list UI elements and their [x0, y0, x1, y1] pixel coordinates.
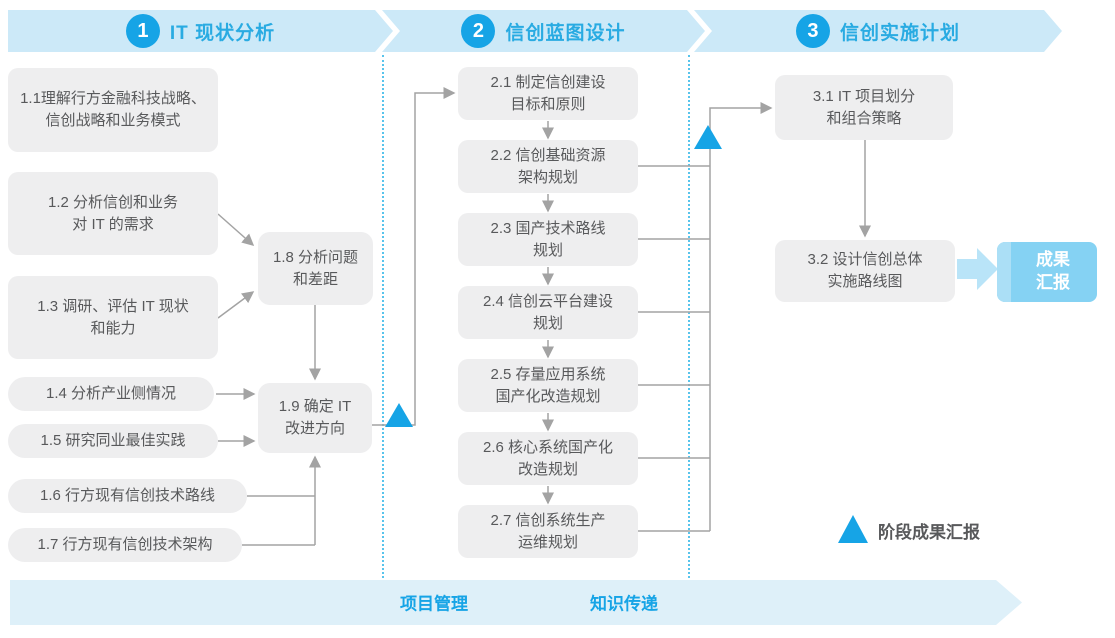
arrow-1-9-to-2-1: [372, 87, 456, 426]
step-1-7-box: 1.7 行方现有信创技术架构: [8, 528, 242, 562]
milestone-triangle-icon: [385, 403, 413, 427]
arrow-collector-to-3-1: [709, 102, 773, 531]
phase-2-badge-icon: 2: [461, 14, 495, 48]
step-3-2-box: 3.2 设计信创总体 实施路线图: [775, 240, 955, 302]
arrow-1-2-to-1-8: [217, 213, 255, 246]
step-2-3-box: 2.3 国产技术路线 规划: [458, 213, 638, 266]
step-3-1-box: 3.1 IT 项目划分 和组合策略: [775, 75, 953, 140]
step-2-2-box: 2.2 信创基础资源 架构规划: [458, 140, 638, 193]
step-1-6-box: 1.6 行方现有信创技术路线: [8, 479, 247, 513]
phase-1-title: IT 现状分析: [169, 22, 276, 44]
phase-3-title: 信创实施计划: [839, 22, 960, 44]
step-1-5-box: 1.5 研究同业最佳实践: [8, 424, 218, 458]
step-2-7-box: 2.7 信创系统生产 运维规划: [458, 505, 638, 558]
step-2-1-box: 2.1 制定信创建设 目标和原则: [458, 67, 638, 120]
legend-triangle-icon: [838, 515, 868, 543]
result-fat-arrow-icon: [957, 248, 998, 290]
step-2-4-box: 2.4 信创云平台建设 规划: [458, 286, 638, 339]
footer-banner: [10, 580, 1022, 625]
phase-separator-2: [688, 55, 690, 578]
result-report-box: 成果 汇报: [997, 242, 1097, 302]
step-1-2-box: 1.2 分析信创和业务 对 IT 的需求: [8, 172, 218, 255]
step-2-5-box: 2.5 存量应用系统 国产化改造规划: [458, 359, 638, 412]
phase-2-title: 信创蓝图设计: [505, 22, 626, 44]
step-1-1-box: 1.1理解行方金融科技战略、 信创战略和业务模式: [8, 68, 218, 152]
phase-1-badge-icon: 1: [126, 14, 160, 48]
phase-3-banner: 3 信创实施计划: [694, 10, 1062, 52]
legend-label: 阶段成果汇报: [878, 523, 980, 542]
footer-project-management: 项目管理: [400, 594, 468, 614]
step-1-4-box: 1.4 分析产业侧情况: [8, 377, 214, 411]
step-2-6-box: 2.6 核心系统国产化 改造规划: [458, 432, 638, 485]
footer-knowledge-transfer: 知识传递: [590, 594, 658, 614]
milestone-triangle-icon: [694, 125, 722, 149]
phase-3-badge-icon: 3: [796, 14, 830, 48]
step-1-3-box: 1.3 调研、评估 IT 现状 和能力: [8, 276, 218, 359]
step-1-8-box: 1.8 分析问题 和差距: [258, 232, 373, 305]
phase-2-banner: 2 信创蓝图设计: [382, 10, 705, 52]
phase-1-banner: 1 IT 现状分析: [8, 10, 393, 52]
arrow-1-3-to-1-8: [217, 291, 255, 319]
step-1-9-box: 1.9 确定 IT 改进方向: [258, 383, 372, 453]
phase-separator-1: [382, 55, 384, 578]
